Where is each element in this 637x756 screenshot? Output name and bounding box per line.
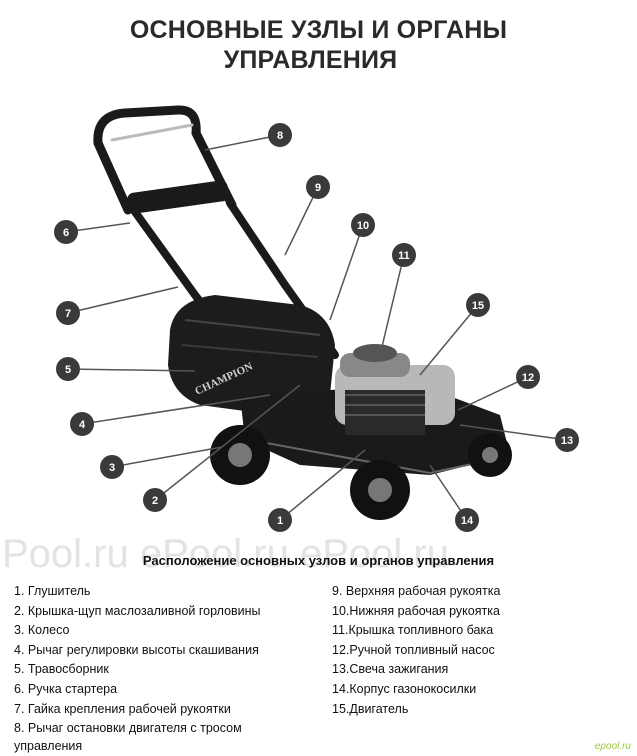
list-item: 13.Свеча зажигания: [332, 662, 449, 677]
callout-14: 14: [455, 508, 479, 532]
upper-handle: [93, 105, 237, 215]
list-item: 4. Рычаг регулировки высоты скашивания: [14, 642, 259, 657]
page-title-line-1: ОСНОВНЫЕ УЗЛЫ И ОРГАНЫ: [129, 16, 508, 44]
list-item: 6. Ручка стартера: [14, 681, 118, 696]
page-title-line-2: УПРАВЛЕНИЯ: [223, 46, 398, 74]
list-item: 2. Крышка-щуп маслозаливной горловины: [14, 603, 261, 618]
corner-watermark: epool.ru: [594, 741, 631, 752]
engine: [335, 344, 455, 435]
svg-text:8: 8: [277, 130, 283, 142]
svg-text:3: 3: [109, 462, 115, 474]
callout-4: 4: [70, 412, 94, 436]
grass-catcher: [168, 295, 335, 414]
list-item: 10.Нижняя рабочая рукоятка: [332, 603, 500, 618]
svg-text:10: 10: [357, 220, 369, 232]
callout-3: 3: [100, 455, 124, 479]
svg-text:2: 2: [152, 495, 158, 507]
svg-text:11: 11: [398, 250, 410, 262]
leader-lines: [65, 134, 568, 521]
callout-12: 12: [516, 365, 540, 389]
callout-13: 13: [555, 428, 579, 452]
svg-text:13: 13: [561, 435, 573, 447]
list-item: 9. Верхняя рабочая рукоятка: [332, 584, 501, 598]
list-item: 11.Крышка топливного бака: [332, 623, 494, 638]
parts-list-left: 1. Глушитель 2. Крышка-щуп маслозаливной…: [14, 582, 324, 753]
watermark: Pool.ru ePool.ru ePool.ru: [2, 532, 449, 576]
svg-text:14: 14: [461, 515, 474, 527]
callout-10: 10: [351, 213, 375, 237]
svg-text:4: 4: [79, 419, 86, 431]
list-item: 15.Двигатель: [332, 701, 409, 716]
callout-15: 15: [466, 293, 490, 317]
list-item: 12.Ручной топливный насос: [332, 642, 495, 657]
svg-text:9: 9: [315, 182, 321, 194]
svg-text:12: 12: [522, 372, 534, 384]
svg-text:6: 6: [63, 227, 69, 239]
svg-text:7: 7: [65, 308, 71, 320]
svg-text:15: 15: [472, 300, 484, 312]
callout-2: 2: [143, 488, 167, 512]
callout-7: 7: [56, 301, 80, 325]
list-item: 3. Колесо: [14, 623, 70, 638]
list-item: 7. Гайка крепления рабочей рукоятки: [14, 701, 231, 716]
list-item: 8. Рычаг остановки двигателя с тросом: [14, 721, 242, 736]
callout-11: 11: [392, 243, 416, 267]
callout-6: 6: [54, 220, 78, 244]
callout-9: 9: [306, 175, 330, 199]
list-item: 1. Глушитель: [14, 584, 91, 598]
lawn-mower-diagram: CHAMPION 8 9 10 11 15 12 13: [54, 105, 579, 532]
svg-text:1: 1: [277, 515, 283, 527]
list-item: управления: [14, 738, 83, 753]
svg-text:5: 5: [65, 364, 71, 376]
wheels: [210, 425, 512, 520]
figure-caption: Расположение основных узлов и органов уп…: [142, 553, 495, 568]
list-item: 14.Корпус газонокосилки: [332, 681, 477, 696]
parts-list-right: 9. Верхняя рабочая рукоятка 10.Нижняя ра…: [332, 582, 632, 719]
callout-5: 5: [56, 357, 80, 381]
callout-1: 1: [268, 508, 292, 532]
callout-8: 8: [268, 123, 292, 147]
list-item: 5. Травосборник: [14, 662, 109, 677]
